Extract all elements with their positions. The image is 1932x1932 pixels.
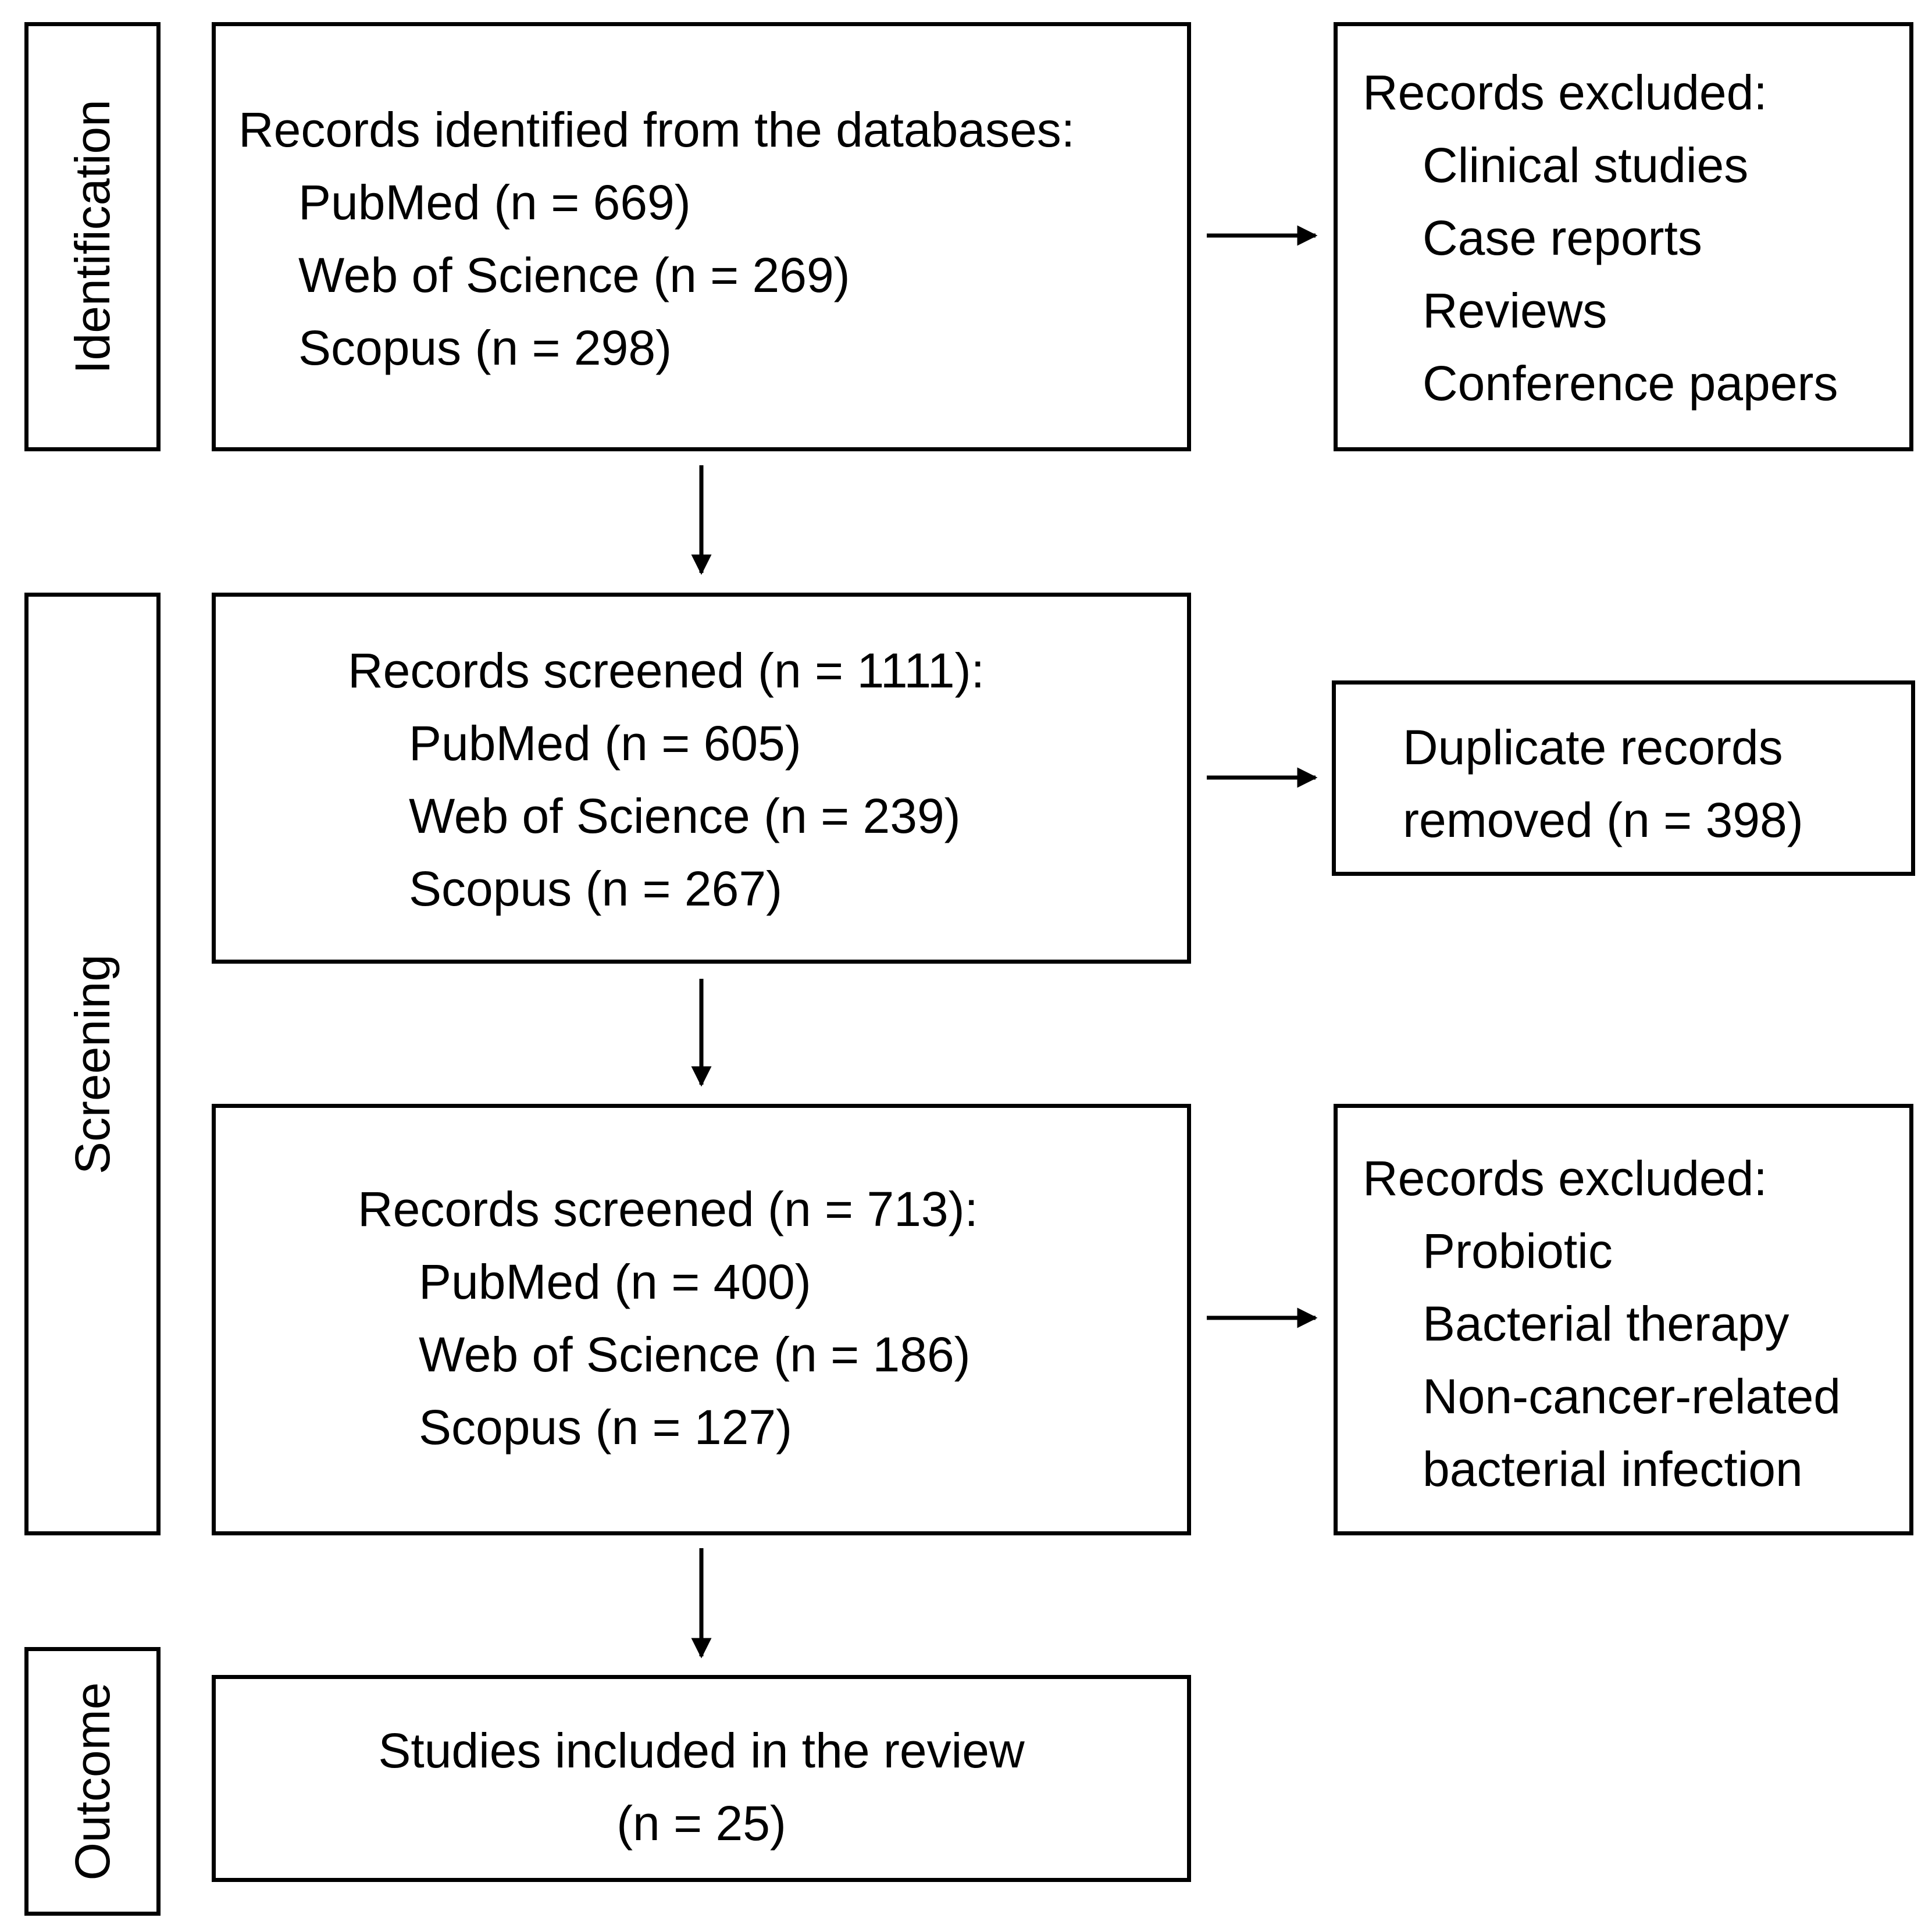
screened-2-item-scopus: Scopus (n = 127)	[419, 1400, 793, 1455]
excluded-1-item-case: Case reports	[1423, 211, 1702, 265]
records-identified-heading: Records identified from the databases:	[238, 102, 1075, 157]
excluded-2-item-infection: bacterial infection	[1423, 1442, 1803, 1496]
identified-item-scopus: Scopus (n = 298)	[298, 320, 672, 375]
duplicates-removed-box: Duplicate records removed (n = 398)	[1332, 680, 1915, 876]
excluded-2-item-probiotic: Probiotic	[1423, 1224, 1613, 1278]
excluded-2-item-non-cancer: Non-cancer-related	[1423, 1369, 1841, 1424]
records-screened-box-1: Records screened (n = 1111): PubMed (n =…	[212, 593, 1191, 964]
records-screened-box-2: Records screened (n = 713): PubMed (n = …	[212, 1104, 1191, 1535]
screened-1-item-wos: Web of Science (n = 239)	[409, 789, 961, 843]
duplicates-line-1: Duplicate records	[1403, 720, 1783, 775]
studies-included-line-1: Studies included in the review	[378, 1723, 1025, 1778]
duplicates-line-2: removed (n = 398)	[1403, 793, 1803, 847]
excluded-2-item-bacterial-therapy: Bacterial therapy	[1423, 1296, 1790, 1351]
stage-identification: Identification	[24, 22, 161, 451]
records-identified-box: Records identified from the databases: P…	[212, 22, 1191, 451]
records-excluded-box-1: Records excluded: Clinical studies Case …	[1334, 22, 1913, 451]
screened-2-item-pubmed: PubMed (n = 400)	[419, 1254, 811, 1309]
screened-1-item-scopus: Scopus (n = 267)	[409, 861, 783, 916]
identified-item-wos: Web of Science (n = 269)	[298, 248, 850, 302]
stage-screening: Screening	[24, 593, 161, 1535]
screened-1-heading: Records screened (n = 1111):	[348, 643, 985, 698]
excluded-1-heading: Records excluded:	[1363, 65, 1767, 120]
excluded-2-heading: Records excluded:	[1363, 1151, 1767, 1206]
excluded-1-item-conference: Conference papers	[1423, 356, 1838, 411]
screened-2-heading: Records screened (n = 713):	[358, 1182, 978, 1236]
stage-outcome: Outcome	[24, 1647, 161, 1916]
screened-2-item-wos: Web of Science (n = 186)	[419, 1327, 971, 1382]
screened-1-item-pubmed: PubMed (n = 605)	[409, 716, 801, 771]
studies-included-box: Studies included in the review (n = 25)	[212, 1675, 1191, 1882]
records-excluded-box-2: Records excluded: Probiotic Bacterial th…	[1334, 1104, 1913, 1535]
identified-item-pubmed: PubMed (n = 669)	[298, 175, 691, 230]
excluded-1-item-reviews: Reviews	[1423, 283, 1607, 338]
studies-included-line-2: (n = 25)	[616, 1796, 786, 1851]
excluded-1-item-clinical: Clinical studies	[1423, 138, 1749, 193]
